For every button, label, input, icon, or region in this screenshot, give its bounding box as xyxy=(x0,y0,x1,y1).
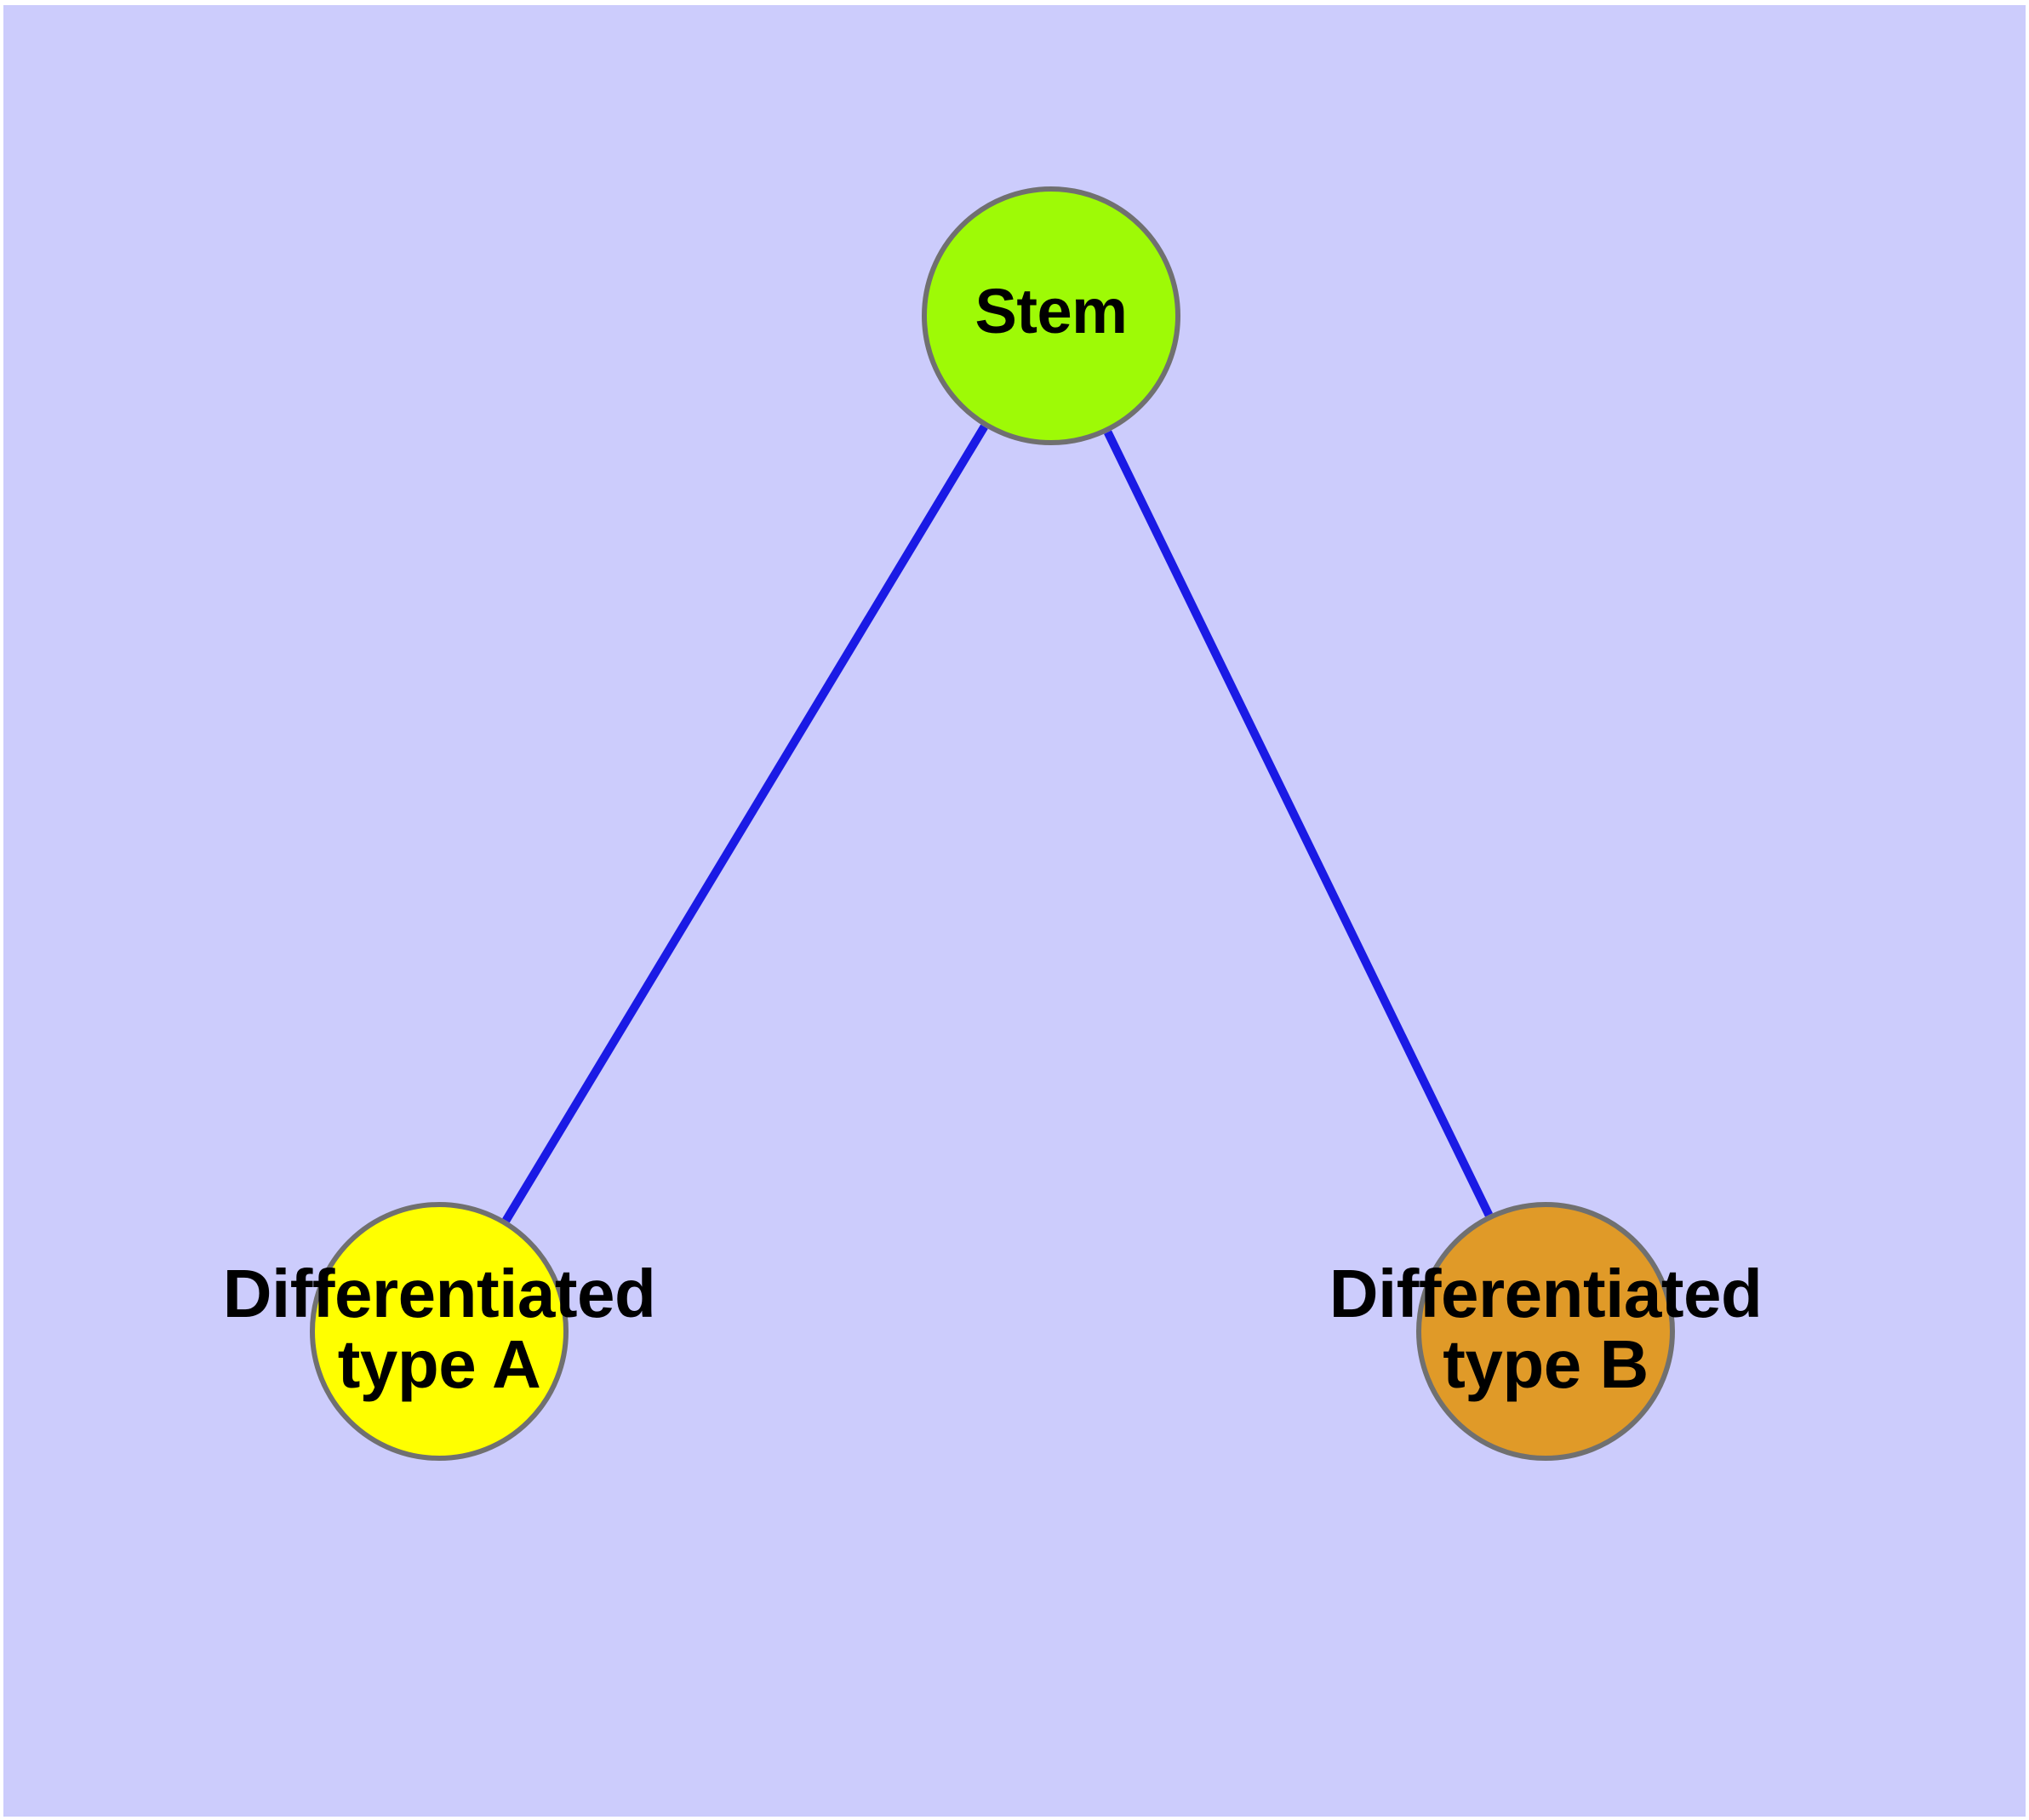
node-layer xyxy=(310,186,1675,1461)
node-differentiated-type-b[interactable] xyxy=(1416,1202,1675,1461)
edge-layer xyxy=(502,424,1493,1223)
edge-stem-to-diff-a[interactable] xyxy=(502,424,988,1223)
edge-stem-to-diff-b[interactable] xyxy=(1104,430,1493,1217)
node-differentiated-type-a[interactable] xyxy=(310,1202,569,1461)
node-stem[interactable] xyxy=(922,186,1180,445)
